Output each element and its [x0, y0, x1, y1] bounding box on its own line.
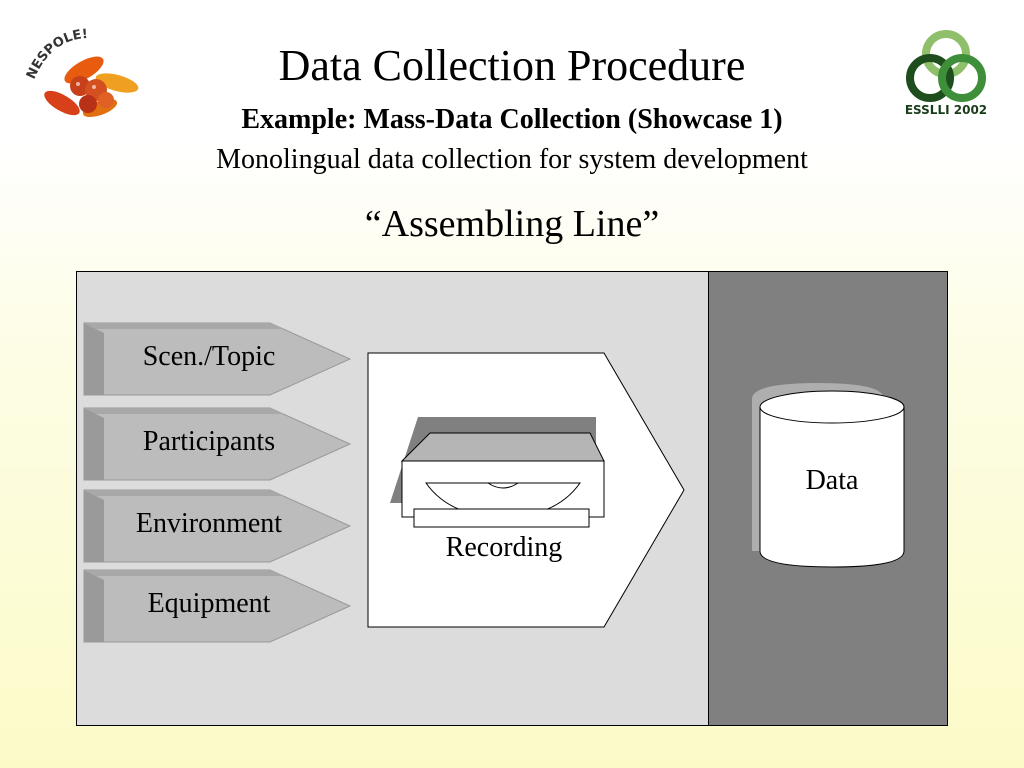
- input-chevron-3: [83, 489, 352, 563]
- data-cylinder-icon: [752, 383, 905, 568]
- input-chevron-1: [83, 322, 352, 396]
- recorder-device-icon: [390, 417, 605, 528]
- page-title: Data Collection Procedure: [278, 41, 746, 90]
- esslli-logo: [906, 30, 986, 102]
- process-label-recording: Recording: [445, 532, 563, 563]
- output-label-data: Data: [805, 465, 859, 496]
- input-chevron-2: [83, 407, 352, 481]
- esslli-logo-text: ESSLLI 2002: [904, 103, 988, 117]
- section-title: “Assembling Line”: [364, 203, 660, 245]
- input-label-environment: Environment: [135, 508, 283, 539]
- nespole-logo: NESPOLE!: [24, 28, 139, 118]
- assembling-line-diagram: Scen./Topic Participants Environment Equ…: [76, 271, 948, 726]
- page-subtitle-bold: Example: Mass-Data Collection (Showcase …: [241, 104, 783, 135]
- input-label-participants: Participants: [142, 426, 276, 457]
- input-chevron-4: [83, 569, 352, 643]
- input-label-scen-topic: Scen./Topic: [142, 341, 276, 372]
- page-subtitle: Monolingual data collection for system d…: [216, 144, 808, 175]
- input-label-equipment: Equipment: [147, 588, 271, 619]
